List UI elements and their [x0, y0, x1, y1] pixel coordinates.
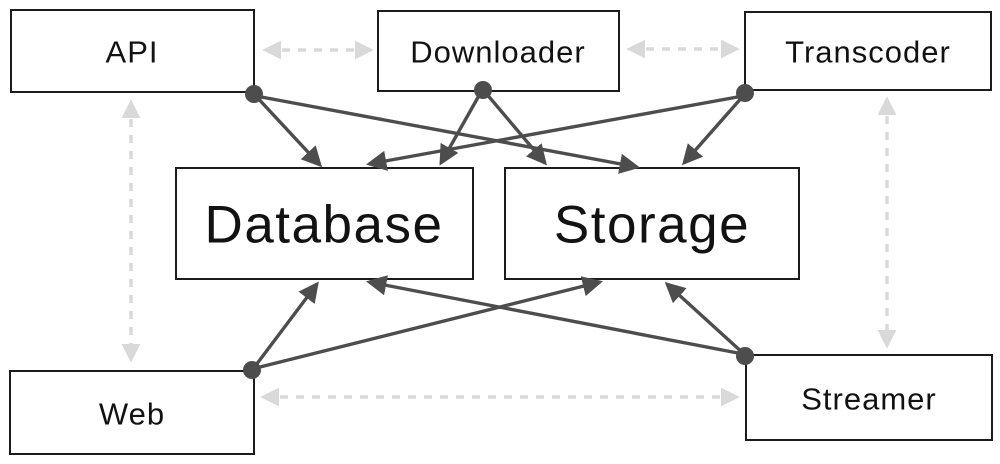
transcoder-label: Transcoder	[785, 35, 951, 70]
api-box	[10, 9, 255, 93]
web-box	[9, 370, 255, 455]
downloader-label: Downloader	[410, 35, 585, 70]
node-transcoder: Transcoder	[744, 11, 992, 91]
junction-dots	[243, 81, 754, 379]
api-label: API	[106, 35, 159, 70]
node-web: Web	[9, 370, 255, 455]
web-junction-dot	[243, 361, 261, 379]
node-storage: Storage	[504, 167, 800, 280]
edge-transcoder-to-database-arrow	[365, 94, 744, 171]
database-box	[175, 167, 474, 280]
solid-edges	[251, 90, 746, 371]
edge-web-to-database-arrow	[251, 281, 319, 371]
edge-api-to-storage-arrow	[255, 94, 641, 174]
storage-box	[504, 167, 800, 280]
streamer-label: Streamer	[801, 382, 936, 417]
transcoder-box	[744, 11, 992, 91]
downloader-box	[377, 10, 620, 92]
database-label: Database	[205, 196, 444, 255]
storage-label: Storage	[554, 196, 750, 255]
api-junction-dot	[245, 85, 263, 103]
node-api: API	[10, 9, 255, 93]
node-database: Database	[175, 167, 474, 280]
edge-downloader-to-database-arrow	[439, 91, 483, 166]
dashed-links	[121, 39, 897, 407]
downloader-junction-dot	[474, 81, 492, 99]
edge-streamer-to-database-arrow	[365, 275, 744, 356]
streamer-box	[745, 354, 993, 441]
edge-web-to-storage-arrow	[255, 276, 603, 370]
edge-downloader-to-storage-arrow	[483, 90, 547, 166]
edge-api-to-database-arrow	[252, 92, 323, 168]
transcoder-junction-dot	[736, 84, 754, 102]
streamer-junction-dot	[736, 347, 754, 365]
node-streamer: Streamer	[745, 354, 993, 441]
edge-transcoder-to-storage-arrow	[681, 93, 746, 166]
node-downloader: Downloader	[377, 10, 620, 92]
web-label: Web	[99, 397, 165, 432]
edge-streamer-to-storage-arrow	[664, 281, 746, 356]
